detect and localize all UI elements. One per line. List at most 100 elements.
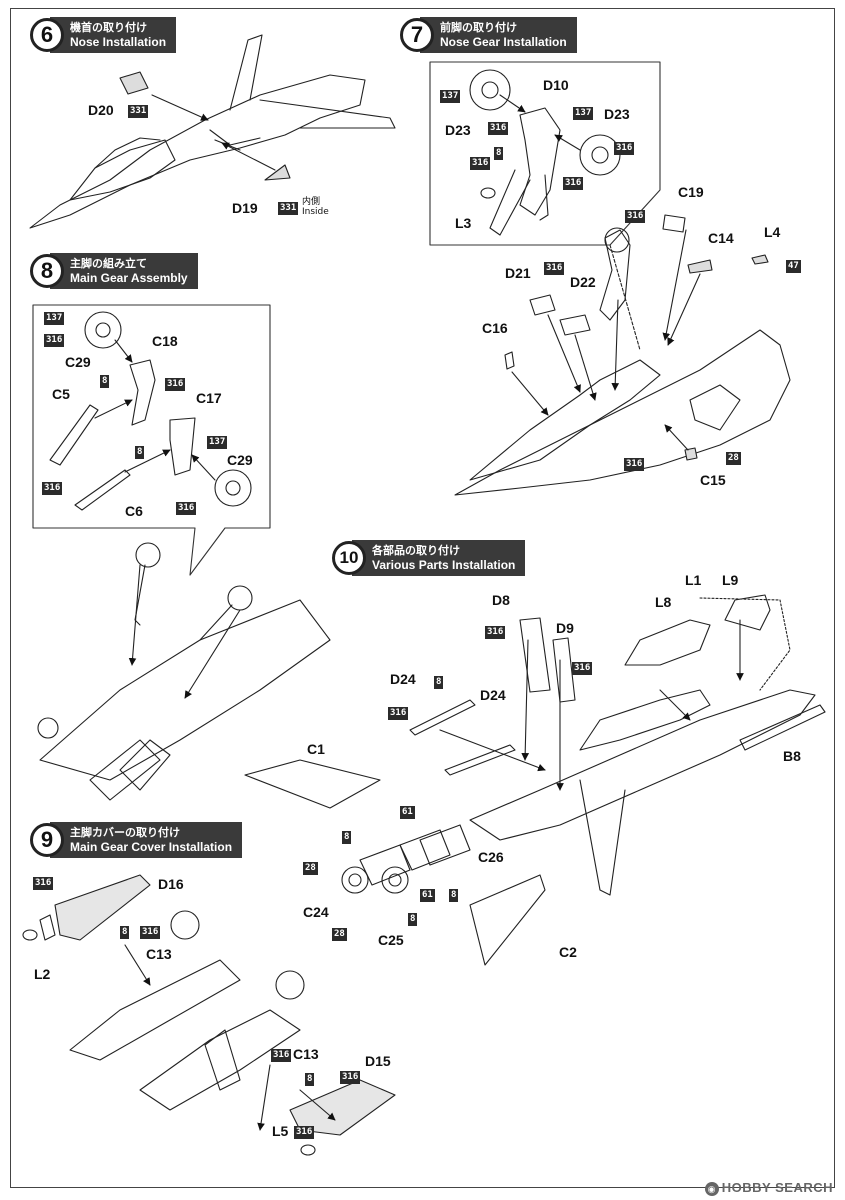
step-6-header: 6 機首の取り付け Nose Installation	[30, 17, 177, 53]
paint-code: 316	[165, 378, 186, 391]
paint-code: 61	[400, 806, 415, 819]
paint-code: 8	[100, 375, 110, 388]
part-label-b8: B8	[783, 748, 801, 764]
part-label-d10: D10	[543, 77, 569, 93]
paint-code: 8	[408, 913, 418, 926]
step-10-header: 10 各部品の取り付け Various Parts Installation	[332, 540, 526, 576]
paint-code: 137	[44, 312, 65, 325]
part-label-d8: D8	[492, 592, 510, 608]
paint-code: 316	[33, 877, 54, 890]
part-label-c13: C13	[146, 946, 172, 962]
paint-code: 61	[420, 889, 435, 902]
part-label-c17: C17	[196, 390, 222, 406]
paint-code: 316	[563, 177, 584, 190]
paint-code: 316	[572, 662, 593, 675]
step-number: 9	[30, 823, 64, 857]
paint-code: 8	[342, 831, 352, 844]
part-label-d20: D20	[88, 102, 114, 118]
paint-code: 316	[544, 262, 565, 275]
paint-code: 316	[42, 482, 63, 495]
part-label-c14: C14	[708, 230, 734, 246]
paint-code: 28	[303, 862, 318, 875]
part-label-d22: D22	[570, 274, 596, 290]
step-title-jp: 機首の取り付け	[70, 21, 147, 34]
step7-nose-gear-drawing	[469, 69, 621, 236]
paint-code: 316	[625, 210, 646, 223]
step8-callout-frame	[32, 304, 271, 576]
part-label-d9: D9	[556, 620, 574, 636]
step-number: 8	[30, 254, 64, 288]
step7-fuselage-drawing	[454, 214, 791, 496]
step6-nose-drawing	[29, 34, 396, 229]
step-title-en: Various Parts Installation	[372, 558, 516, 572]
paint-code: 316	[624, 458, 645, 471]
paint-code: 137	[440, 90, 461, 103]
step-9-header: 9 主脚カバーの取り付け Main Gear Cover Installatio…	[30, 822, 243, 858]
step-title-jp: 主脚の組み立て	[70, 257, 147, 270]
paint-code: 331	[278, 202, 299, 215]
part-label-l1: L1	[685, 572, 702, 588]
paint-code: 8	[449, 889, 459, 902]
step-title: 前脚の取り付け Nose Gear Installation	[420, 17, 577, 53]
paint-code: 316	[176, 502, 197, 515]
part-label-c29: C29	[65, 354, 91, 370]
watermark: ◉HOBBY SEARCH	[704, 1180, 833, 1196]
part-label-c5: C5	[52, 386, 70, 402]
step-title: 各部品の取り付け Various Parts Installation	[352, 540, 526, 576]
part-label-d21: D21	[505, 265, 531, 281]
part-label-c25: C25	[378, 932, 404, 948]
paint-code: 8	[120, 926, 130, 939]
hobby-search-logo-icon: ◉	[704, 1182, 719, 1196]
paint-code: 316	[140, 926, 161, 939]
part-label-c29: C29	[227, 452, 253, 468]
watermark-text: HOBBY SEARCH	[721, 1180, 833, 1196]
step-8-header: 8 主脚の組み立て Main Gear Assembly	[30, 253, 198, 289]
paint-code: 316	[44, 334, 65, 347]
paint-code: 8	[434, 676, 444, 689]
part-label-c18: C18	[152, 333, 178, 349]
step-title-jp: 前脚の取り付け	[440, 21, 517, 34]
step-title: 主脚カバーの取り付け Main Gear Cover Installation	[50, 822, 243, 858]
step-title-jp: 各部品の取り付け	[372, 544, 460, 557]
step-7-header: 7 前脚の取り付け Nose Gear Installation	[400, 17, 577, 53]
paint-code: 137	[207, 436, 228, 449]
part-label-l4: L4	[764, 224, 781, 240]
paint-code: 316	[485, 626, 506, 639]
part-label-d24: D24	[390, 671, 416, 687]
paint-code: 316	[470, 157, 491, 170]
main-gear-position-drawing	[37, 542, 331, 801]
paint-code: 316	[614, 142, 635, 155]
paint-code: 8	[494, 147, 504, 160]
paint-code: 47	[786, 260, 801, 273]
part-label-d16: D16	[158, 876, 184, 892]
part-label-c19: C19	[678, 184, 704, 200]
step-title: 機首の取り付け Nose Installation	[50, 17, 177, 53]
step8-main-gear-drawing	[49, 311, 252, 511]
step9-gear-cover-drawing	[22, 874, 396, 1156]
part-label-l9: L9	[722, 572, 739, 588]
part-label-d15: D15	[365, 1053, 391, 1069]
part-label-c26: C26	[478, 849, 504, 865]
step-number: 6	[30, 18, 64, 52]
part-label-l8: L8	[655, 594, 672, 610]
part-label-c2: C2	[559, 944, 577, 960]
step-title: 主脚の組み立て Main Gear Assembly	[50, 253, 198, 289]
part-label-c6: C6	[125, 503, 143, 519]
paint-code: 316	[488, 122, 509, 135]
paint-code: 331	[128, 105, 149, 118]
step-number: 7	[400, 18, 434, 52]
part-label-d19: D19	[232, 200, 258, 216]
inside-note-jp: 内側	[302, 197, 321, 207]
paint-code: 316	[388, 707, 409, 720]
step-title-en: Main Gear Assembly	[70, 271, 188, 285]
step-number: 10	[332, 541, 366, 575]
part-label-c24: C24	[303, 904, 329, 920]
paint-code: 28	[332, 928, 347, 941]
part-label-d23: D23	[445, 122, 471, 138]
part-label-l3: L3	[455, 215, 472, 231]
part-label-l2: L2	[34, 966, 51, 982]
paint-code: 316	[340, 1071, 361, 1084]
inside-note: 内側 Inside	[302, 197, 329, 217]
paint-code: 316	[294, 1126, 315, 1139]
